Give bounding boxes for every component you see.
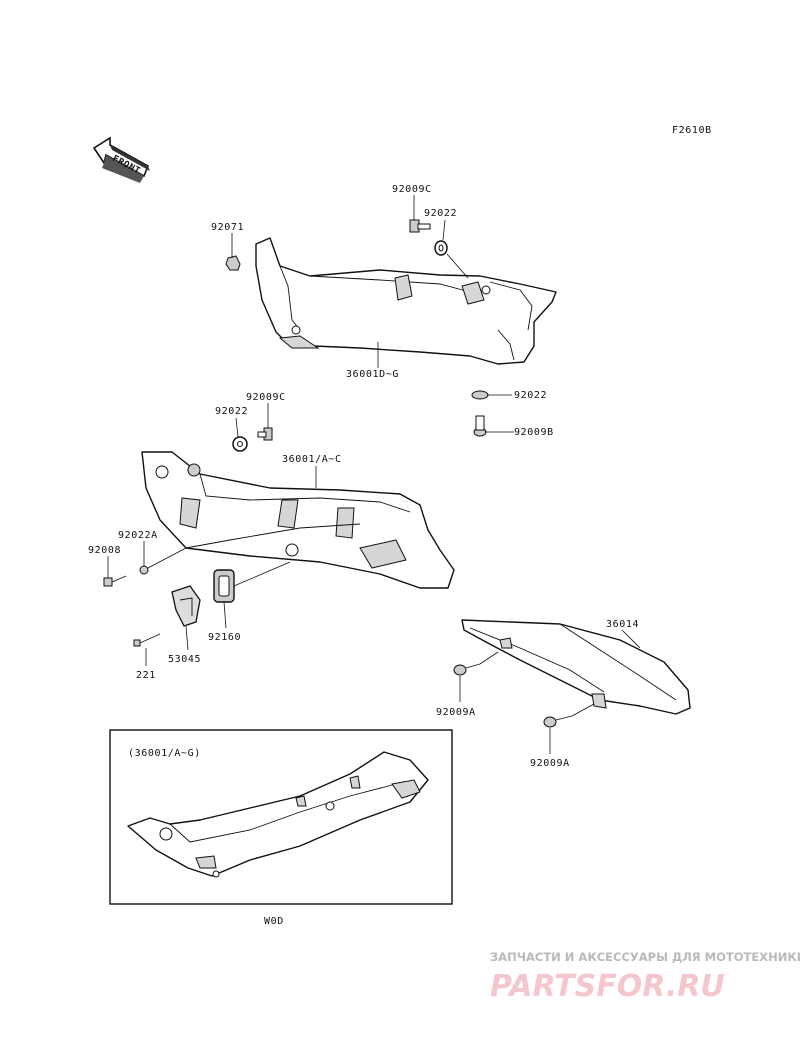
bolt-92009A-2-icon xyxy=(543,715,573,728)
label-92009C-top: 92009C xyxy=(392,184,432,195)
label-92008: 92008 xyxy=(88,545,121,556)
inset-footer: W0D xyxy=(264,916,284,927)
bracket-53045-icon xyxy=(171,585,201,627)
inset-caption: (36001/A~G) xyxy=(128,748,201,759)
part-36001A-C xyxy=(141,451,455,589)
watermark-tagline: ЗАПЧАСТИ И АКСЕССУАРЫ ДЛЯ МОТОТЕХНИКИ xyxy=(490,950,800,964)
washer-92022-icon xyxy=(434,240,448,256)
inset-box xyxy=(109,729,453,905)
label-53045: 53045 xyxy=(168,654,201,665)
label-92022-right: 92022 xyxy=(514,390,547,401)
label-92009B: 92009B xyxy=(514,427,554,438)
front-arrow-icon: FRONT xyxy=(92,136,150,183)
bolt-92009C-icon xyxy=(409,219,431,233)
label-92071: 92071 xyxy=(211,222,244,233)
bolt-92009C-mid-icon xyxy=(257,427,273,441)
nut-92071-icon xyxy=(225,255,241,271)
label-92009C-mid: 92009C xyxy=(246,392,286,403)
label-221: 221 xyxy=(136,670,156,681)
bolt-92008-icon xyxy=(103,575,127,587)
label-36001A-C: 36001/A~C xyxy=(282,454,342,465)
watermark-logo: PARTSFOR.RU xyxy=(490,969,725,1004)
label-36001D-G: 36001D~G xyxy=(346,369,399,380)
rubber-92160-icon xyxy=(213,569,235,603)
label-92022-mid: 92022 xyxy=(215,406,248,417)
bolt-92009B-icon xyxy=(473,415,487,437)
screw-221-icon xyxy=(133,633,161,647)
washer-92022A-icon xyxy=(139,565,149,575)
part-36001D-G xyxy=(255,237,557,365)
figure-code: F2610B xyxy=(672,125,712,136)
part-36014 xyxy=(461,619,691,715)
label-92009A-1: 92009A xyxy=(436,707,476,718)
washer-92022-mid-icon xyxy=(232,436,248,452)
label-92160: 92160 xyxy=(208,632,241,643)
label-92022A: 92022A xyxy=(118,530,158,541)
label-36014: 36014 xyxy=(606,619,639,630)
bolt-92009A-1-icon xyxy=(453,663,481,676)
label-92009A-2: 92009A xyxy=(530,758,570,769)
label-92022-top: 92022 xyxy=(424,208,457,219)
washer-92022-right-icon xyxy=(471,390,489,400)
